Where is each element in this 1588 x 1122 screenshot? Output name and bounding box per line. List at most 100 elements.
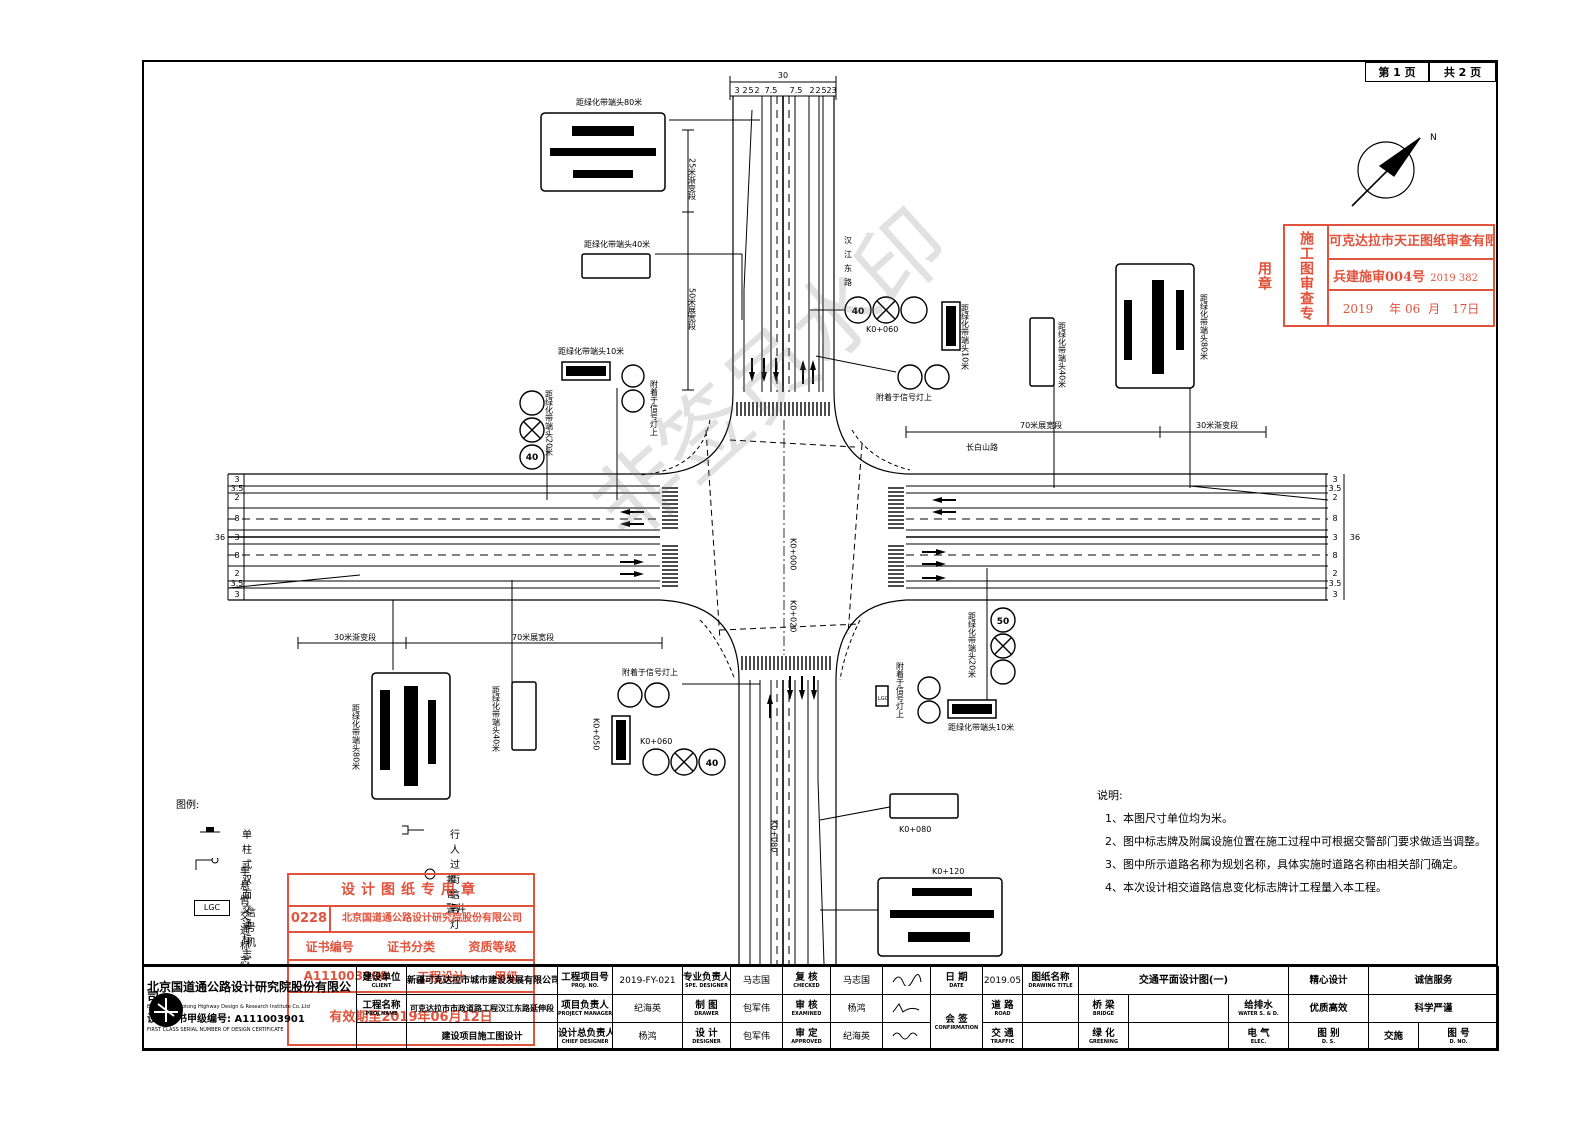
note-item: 4、本次设计相交道路信息变化标志牌计工程量入本工程。 (1105, 881, 1387, 894)
tb-des-en: DESIGNER (692, 1038, 721, 1045)
station-label: K0+060 (866, 325, 898, 334)
tb-no-en: D. NO. (1449, 1038, 1468, 1045)
tb-cd-en: CHIEF DESIGNER (561, 1038, 609, 1045)
page-total: 共 2 页 (1429, 62, 1496, 82)
tb-draw-en: DRAWER (694, 1010, 719, 1017)
dim-top-6: 7.5 (790, 86, 803, 95)
tb-spec-label: 专业负责人 (683, 971, 731, 983)
dim-right-4: 8 (1332, 514, 1337, 523)
tb-cd-label: 设计总负责人 (558, 1027, 613, 1039)
tb-road-en: ROAD (994, 1010, 1011, 1017)
speed-limit-right: 50 (997, 617, 1010, 627)
dim-top-4: 2 (754, 86, 759, 95)
dim-top-5: 7.5 (765, 86, 778, 95)
tb-water-label: 给排水 (1244, 999, 1273, 1011)
tb-pm-label: 项目负责人 (561, 999, 609, 1011)
tb-elec-label: 电 气 (1247, 1027, 1270, 1039)
tb-appr-en: APPROVED (791, 1038, 822, 1045)
road-name-ew: 长白山路 (966, 442, 998, 452)
legend-item-label: 行人过街信号灯 (450, 830, 460, 931)
tb-proj: 可克达拉市市政道路工程汉江东路延伸段 (406, 994, 558, 1023)
legend: 图例: 单柱式双面交通标志 单悬臂交通标志 LGC 信号机 行人过街信号灯 套管… (176, 796, 466, 967)
tb-stage: 建设项目施工图设计 (406, 1022, 558, 1051)
title-block: 北京国道通公路设计研究院股份有限公司 Beijing Guodaotong Hi… (142, 964, 1500, 1051)
review-stamp-company: 可克达拉市天正图纸审查有限公司 (1329, 226, 1493, 260)
signal-controller-icon: LGC (194, 900, 230, 916)
dim-left-5: 3 (234, 533, 239, 542)
svg-text:N: N (1430, 133, 1437, 143)
design-stamp-h-grade: 资质等级 (468, 939, 517, 954)
review-stamp: 施工图审查专用章 可克达拉市天正图纸审查有限公司 兵建施审004号 2019 3… (1256, 224, 1495, 327)
tb-exam-en: EXAMINED (791, 1010, 822, 1017)
legend-item-label: 信号机 (246, 908, 256, 949)
tb-proj-no-label: 工程项目号 (561, 971, 609, 983)
tb-chk-label: 复 核 (795, 971, 818, 983)
dim-left-7: 2 (234, 569, 239, 578)
dim-right-8: 3.5 (1329, 579, 1342, 588)
dim-right-7: 2 (1332, 569, 1337, 578)
legend-item-label: 单柱式双面交通标志 (242, 830, 252, 961)
north-arrow-icon: N (1351, 133, 1437, 207)
review-stamp-month-label: 月 (1428, 302, 1441, 316)
tb-chk: 马志国 (830, 966, 883, 995)
design-stamp-h-class: 证书分类 (386, 939, 435, 954)
tb-no-label: 图 号 (1447, 1027, 1470, 1039)
note-sign-80m: 距绿化带端头80米 (352, 704, 361, 771)
dim-top-2: 2 (742, 86, 747, 95)
tb-spec-en: SPE. DESIGNER (685, 982, 728, 989)
tb-exam-signature (882, 994, 931, 1023)
intersection-plan: 40 40 50 40 N 汉江东路 长白山路 30 3 2 5 2 7.5 7… (215, 71, 1437, 964)
single-post-sign-icon (200, 826, 220, 834)
pedestrian-signal-icon (400, 824, 426, 839)
tb-motto4: 科学严谨 (1367, 994, 1500, 1023)
note-sign-40m: 距绿化带端头40米 (584, 239, 650, 249)
legend-item-label: 套管、警井 (446, 874, 466, 915)
dim-right-total: 36 (1350, 533, 1360, 542)
tb-title-label: 图纸名称 (1031, 971, 1070, 983)
note-attached-signal: 附着于信号灯上 (650, 379, 659, 436)
dim-left-total: 36 (215, 533, 225, 542)
tb-draw: 包军伟 (730, 994, 783, 1023)
tb-spec: 马志国 (730, 966, 783, 995)
tb-chk-signature (882, 966, 931, 995)
note-sign-40m: 距绿化带端头40米 (492, 686, 501, 753)
station-label: K0+050 (592, 718, 601, 750)
review-stamp-month: 06 (1404, 302, 1421, 316)
tb-client-label: 建设单位 (362, 971, 401, 983)
cantilever-sign-icon (194, 856, 220, 875)
tb-client-en: CLIENT (371, 982, 392, 989)
tb-traffic-label: 交 通 (991, 1027, 1014, 1039)
note-sign-10m: 距绿化带端头10米 (961, 304, 970, 371)
dim-right-2: 3.5 (1329, 484, 1342, 493)
tb-exam-label: 审 核 (795, 999, 818, 1011)
note-length: 50米展宽段 (688, 288, 697, 331)
dim-top-total: 30 (778, 71, 788, 80)
note-attached-signal: 附着于信号灯上 (622, 667, 678, 677)
signal-controller-tag: LGC (878, 696, 889, 702)
station-label: K0+120 (932, 867, 964, 876)
tb-first-class: FIRST CLASS SERIAL NUMBER OF DESIGN CERT… (147, 1027, 284, 1033)
station-label: K0+020 (789, 600, 798, 632)
dim-top-7: 2 (809, 86, 814, 95)
dim-left-9: 3 (234, 590, 239, 599)
station-label: K0+000 (789, 538, 798, 570)
dim-left-6: 8 (234, 551, 239, 560)
tb-date-en: DATE (949, 982, 964, 989)
dim-right-1: 3 (1332, 475, 1337, 484)
note-sign-80m: 距绿化带端头80米 (576, 97, 642, 107)
dim-right-6: 8 (1332, 551, 1337, 560)
tb-cert-no: A111003901 (234, 1014, 305, 1025)
dim-right-3: 2 (1332, 493, 1337, 502)
review-stamp-number-year: 2019 382 (1430, 273, 1478, 284)
review-stamp-year: 2019 (1342, 302, 1374, 316)
tb-company-en: Beijing Guodaotong Highway Design & Rese… (147, 1004, 310, 1010)
dim-top-9: 5 (821, 86, 826, 95)
tb-traffic-en: TRAFFIC (990, 1038, 1015, 1045)
note-sign-80m: 距绿化带端头80米 (1200, 294, 1209, 361)
design-stamp-company: 北京国道通公路设计研究院股份有限公司 (331, 907, 533, 933)
tb-green-label: 绿 化 (1092, 1027, 1115, 1039)
design-stamp-h-cert: 证书编号 (305, 939, 354, 954)
tb-pm: 纪海英 (612, 994, 683, 1023)
tb-client: 新疆可克达拉市城市建设发展有限公司 (406, 966, 558, 995)
tb-elec-en: ELEC. (1250, 1038, 1267, 1045)
